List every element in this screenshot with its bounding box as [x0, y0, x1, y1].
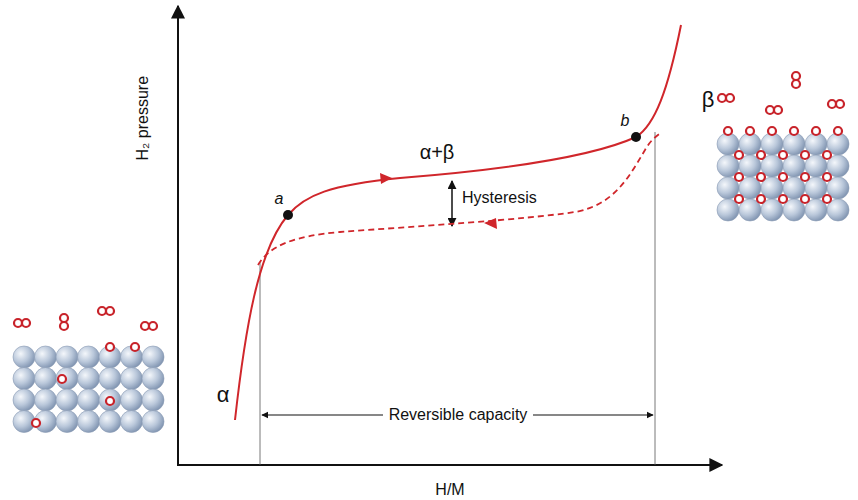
phase-label: α — [217, 382, 230, 407]
metal-atom — [142, 411, 164, 433]
y-axis — [177, 6, 179, 466]
hydrogen-atom — [32, 419, 40, 427]
hydrogen-atom — [768, 127, 776, 135]
alpha-lattice — [13, 307, 164, 433]
hydrogen-atom — [60, 322, 68, 330]
hydrogen-atom — [834, 127, 842, 135]
hydrogen-atom — [757, 151, 765, 159]
metal-atom — [142, 346, 164, 368]
metal-atom — [142, 389, 164, 411]
metal-atom — [78, 346, 100, 368]
metal-atom — [99, 411, 121, 433]
hydrogen-atom — [790, 127, 798, 135]
hydrogen-atom — [801, 195, 809, 203]
point-marker — [283, 210, 293, 220]
metal-atom — [99, 368, 121, 390]
phase-label: β — [702, 87, 715, 112]
hydrogen-atom — [766, 106, 774, 114]
metal-atom — [13, 389, 35, 411]
hydrogen-atom — [823, 173, 831, 181]
hydrogen-atom — [149, 322, 157, 330]
phase-label: α+β — [420, 141, 455, 164]
hydrogen-atom — [746, 127, 754, 135]
hydrogen-atom — [98, 307, 106, 315]
hydrogen-atom — [812, 127, 820, 135]
metal-atom — [121, 389, 143, 411]
metal-atom — [142, 368, 164, 390]
hydrogen-atom — [792, 80, 800, 88]
hydrogen-atom — [106, 397, 114, 405]
hydrogen-atom — [735, 195, 743, 203]
hydrogen-atom — [735, 151, 743, 159]
hydrogen-atom — [131, 343, 139, 351]
metal-atom — [35, 389, 57, 411]
hydrogen-atom — [828, 100, 836, 108]
metal-atom — [56, 368, 78, 390]
hydrogen-atom — [779, 195, 787, 203]
hydrogen-atom — [735, 173, 743, 181]
axis-title: H/M — [435, 481, 464, 499]
guide-line — [260, 262, 261, 465]
hydrogen-atom — [779, 151, 787, 159]
beta-lattice — [717, 72, 849, 221]
hydrogen-atom — [58, 375, 66, 383]
hydrogen-atom — [757, 195, 765, 203]
point-marker — [631, 132, 641, 142]
metal-atom — [56, 346, 78, 368]
metal-atom — [13, 368, 35, 390]
annotation: Reversible capacity — [383, 406, 534, 424]
metal-atom — [78, 368, 100, 390]
hydrogen-atom — [106, 343, 114, 351]
hydrogen-atom — [823, 151, 831, 159]
hydrogen-atom — [724, 127, 732, 135]
metal-atom — [121, 411, 143, 433]
absorption-curve — [235, 25, 681, 420]
point-label: b — [621, 112, 630, 130]
hydrogen-atom — [801, 173, 809, 181]
metal-atom — [35, 368, 57, 390]
metal-atom — [56, 389, 78, 411]
hydrogen-atom — [779, 173, 787, 181]
metal-atom — [78, 389, 100, 411]
hydrogen-atom — [823, 195, 831, 203]
metal-atom — [13, 346, 35, 368]
hydrogen-atom — [60, 314, 68, 322]
curve-arrowhead — [484, 218, 497, 229]
point-label: a — [275, 190, 284, 208]
hydrogen-atom — [836, 100, 844, 108]
hydrogen-atom — [801, 151, 809, 159]
metal-atom — [99, 389, 121, 411]
hydrogen-atom — [14, 319, 22, 327]
hydrogen-atom — [106, 307, 114, 315]
hydrogen-atom — [22, 319, 30, 327]
hydrogen-atom — [141, 322, 149, 330]
hydrogen-atom — [726, 94, 734, 102]
hysteresis-arrow — [451, 181, 453, 226]
guide-line — [655, 132, 656, 465]
axis-title: H₂ pressure — [134, 76, 152, 160]
hydrogen-atom — [792, 72, 800, 80]
hydrogen-atom — [757, 173, 765, 181]
metal-atom — [121, 368, 143, 390]
metal-atom — [35, 346, 57, 368]
metal-atom — [78, 411, 100, 433]
hydrogen-atom — [718, 94, 726, 102]
curve-arrowhead — [380, 173, 392, 184]
metal-atom — [56, 411, 78, 433]
x-axis — [177, 464, 722, 466]
annotation: Hysteresis — [462, 189, 537, 207]
hydrogen-atom — [774, 106, 782, 114]
desorption-curve — [258, 132, 662, 265]
